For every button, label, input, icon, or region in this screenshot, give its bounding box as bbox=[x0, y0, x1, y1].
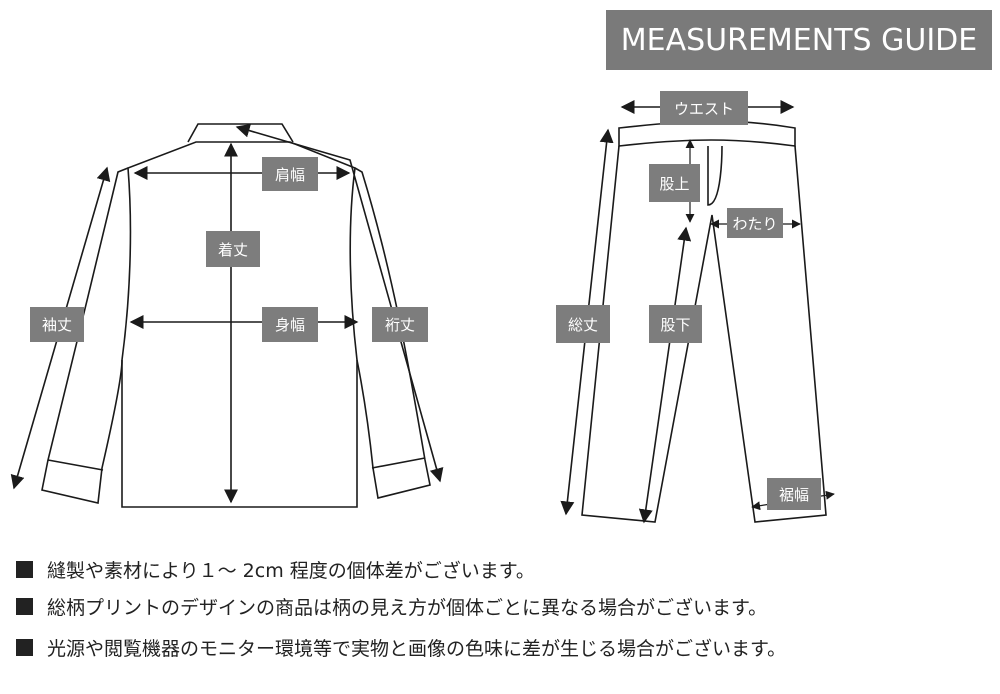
yuki-label: 裄丈 bbox=[372, 307, 428, 342]
note-item: 総柄プリントのデザインの商品は柄の見え方が個体ごとに異なる場合がございます。 bbox=[16, 593, 767, 619]
bullet-square-icon bbox=[16, 638, 33, 656]
total-length-label: 総丈 bbox=[556, 305, 610, 343]
pants-small-arrows bbox=[685, 139, 835, 511]
thigh-label: わたり bbox=[727, 208, 783, 238]
bullet-square-icon bbox=[16, 597, 33, 615]
length-label: 着丈 bbox=[206, 231, 260, 267]
body-width-label: 身幅 bbox=[262, 307, 318, 342]
pants-outline bbox=[581, 145, 827, 523]
shoulder-width-label: 肩幅 bbox=[262, 157, 318, 191]
hem-width-label: 裾幅 bbox=[767, 478, 821, 510]
note-item: 縫製や素材により１～ 2cm 程度の個体差がございます。 bbox=[16, 556, 535, 582]
rise-label: 股上 bbox=[649, 164, 700, 202]
bullet-square-icon bbox=[16, 560, 33, 578]
guide-title: MEASUREMENTS GUIDE bbox=[606, 10, 992, 70]
note-item: 光源や閲覧機器のモニター環境等で実物と画像の色味に差が生じる場合がございます。 bbox=[16, 634, 786, 660]
sleeve-length-label: 袖丈 bbox=[30, 307, 84, 342]
note-text: 光源や閲覧機器のモニター環境等で実物と画像の色味に差が生じる場合がございます。 bbox=[47, 637, 787, 660]
inseam-label: 股下 bbox=[649, 305, 702, 343]
waist-label: ウエスト bbox=[660, 91, 748, 125]
note-text: 総柄プリントのデザインの商品は柄の見え方が個体ごとに異なる場合がございます。 bbox=[47, 596, 768, 619]
shirt-body-outline bbox=[121, 141, 358, 508]
pants-diagram bbox=[581, 120, 827, 523]
note-text: 縫製や素材により１～ 2cm 程度の個体差がございます。 bbox=[47, 559, 535, 582]
pants-fly bbox=[707, 145, 723, 206]
